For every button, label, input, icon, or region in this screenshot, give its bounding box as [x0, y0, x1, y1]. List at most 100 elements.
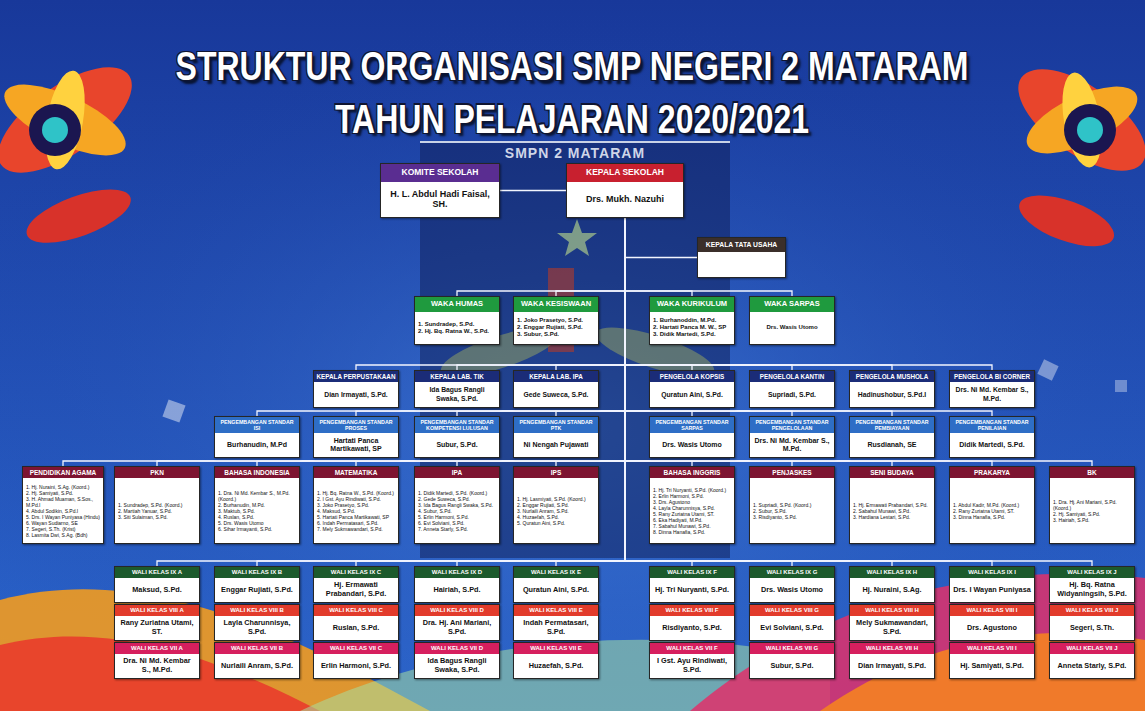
- subject-team-box: SENI BUDAYA1. Hj. Ermawati Prabandari, S…: [849, 466, 935, 544]
- corner-swirl: [0, 47, 148, 253]
- box-body: 1. Dra. Ni Md. Kembar S., M.Pd. (Koord.)…: [215, 478, 299, 543]
- person-name: 5. Erlin Harmoni, S.Pd.: [418, 514, 469, 520]
- title-block: STRUKTUR ORGANISASI SMP NEGERI 2 MATARAM…: [157, 40, 987, 145]
- box-heading: WALI KELAS VIII J: [1050, 605, 1134, 616]
- box-heading: WALI KELAS VIII F: [650, 605, 734, 616]
- person-name: 8. Dinna Hanafia, S.Pd.: [653, 529, 705, 535]
- box-body: Subur, S.Pd.: [750, 654, 834, 678]
- box-heading: WALI KELAS IX H: [850, 567, 934, 578]
- box-body: H. L. Abdul Hadi Faisal, SH.: [381, 182, 499, 217]
- box-heading: KEPALA LAB. IPA: [514, 371, 598, 382]
- person-name: Dra. Hj. Ani Mariani, S.Pd.: [418, 619, 496, 637]
- person-name: Drs. I Wayan Puniyasa: [953, 586, 1031, 595]
- person-name: 1. Burhanoddin, M.Pd.: [653, 317, 716, 324]
- box-body: Subur, S.Pd.: [415, 433, 499, 457]
- person-name: 1. Hj. Tri Nuryanti, S.Pd. (Koord.): [653, 487, 726, 493]
- standards-team-box: PENGEMBANGAN STANDAR PENGELOLAANDrs. Ni …: [749, 416, 835, 458]
- box-heading: BK: [1050, 467, 1134, 478]
- wave-band: [820, 633, 1145, 711]
- homeroom-box: WALI KELAS VIII IDrs. Agustono: [949, 604, 1035, 641]
- box-heading: WAKA KESISWAAN: [514, 297, 598, 312]
- homeroom-box: WALI KELAS VIII FRisdiyanto, S.Pd.: [649, 604, 735, 641]
- box-body: Gede Suweca, S.Pd.: [514, 382, 598, 407]
- person-name: 2. Erlin Harmoni, S.Pd.: [653, 493, 704, 499]
- swirl-petal: [20, 179, 137, 254]
- person-name: 4. Huzaefah, S.Pd.: [517, 514, 559, 520]
- box-body: 1. Sundradep, S.Pd. (Koord.)2. Martiah Y…: [115, 478, 199, 543]
- box-body: I Gst. Ayu Rindiwati, S.Pd.: [650, 654, 734, 678]
- swirl-petal: [0, 47, 148, 192]
- homeroom-box: WALI KELAS IX CHj. Ermawati Prabandari, …: [313, 566, 399, 603]
- person-name: 5. Drs. I Wayan Puniyasa (Hindu): [26, 514, 100, 520]
- person-name: 6. Indah Permatasari, S.Pd.: [317, 520, 378, 526]
- box-heading: WALI KELAS VII J: [1050, 643, 1134, 654]
- person-name: Rany Zuriatna Utami, ST.: [118, 619, 196, 637]
- person-name: 1. Sundradep, S.Pd.: [418, 321, 474, 328]
- box-heading: WALI KELAS VIII G: [750, 605, 834, 616]
- person-name: Subur, S.Pd.: [771, 662, 814, 671]
- org-connector: [257, 218, 625, 566]
- box-heading: KEPALA SEKOLAH: [567, 164, 683, 182]
- swirl-petal: [1013, 185, 1121, 257]
- person-name: I Gst. Ayu Rindiwati, S.Pd.: [653, 657, 731, 675]
- org-connector: [625, 218, 992, 466]
- box-body: Hairiah, S.Pd.: [415, 578, 499, 602]
- person-name: Drs. Mukh. Nazuhi: [586, 194, 664, 205]
- person-name: Segeri, S.Th.: [1070, 624, 1114, 633]
- homeroom-box: WALI KELAS VII FI Gst. Ayu Rindiwati, S.…: [649, 642, 735, 679]
- org-connector: [556, 218, 625, 370]
- sparkle: [1115, 380, 1127, 392]
- unit-head-box: KEPALA LAB. TIKIda Bagus Rangli Swaka, S…: [414, 370, 500, 408]
- box-heading: WALI KELAS VII E: [514, 643, 598, 654]
- box-heading: WALI KELAS VII A: [115, 643, 199, 654]
- box-heading: IPS: [514, 467, 598, 478]
- box-body: Supriadi, S.Pd.: [750, 382, 834, 407]
- homeroom-box: WALI KELAS VII HDian Irmayati, S.Pd.: [849, 642, 935, 679]
- person-name: 2. Rany Zuriatna Utami, ST.: [953, 508, 1014, 514]
- person-name: 4. Maksud, S.Pd.: [317, 508, 355, 514]
- box-heading: WALI KELAS VIII A: [115, 605, 199, 616]
- person-name: 1. Supriadi, S.Pd. (Koord.): [753, 502, 811, 508]
- person-name: Drs. Agustono: [967, 624, 1017, 633]
- wave-band: [0, 636, 320, 711]
- person-name: 7. Mely Sukmawandari, S.Pd.: [317, 526, 383, 532]
- box-body: Quratun Aini, S.Pd.: [514, 578, 598, 602]
- person-name: 2. I Gst. Ayu Rindiwati, S.Pd.: [317, 496, 381, 502]
- person-name: Indah Permatasari, S.Pd.: [517, 619, 595, 637]
- homeroom-box: WALI KELAS IX DHairiah, S.Pd.: [414, 566, 500, 603]
- box-heading: PKN: [115, 467, 199, 478]
- person-name: Dra. Ni Md. Kembar S., M.Pd.: [118, 657, 196, 675]
- panel-rim: [420, 141, 730, 143]
- person-name: Anneta Starly, S.Pd.: [1058, 662, 1127, 671]
- person-name: H. L. Abdul Hadi Faisal, SH.: [384, 189, 496, 211]
- box-heading: PENDIDIKAN AGAMA: [23, 467, 103, 478]
- person-name: Quratun Aini, S.Pd.: [523, 586, 589, 595]
- box-body: Drs. Ni Md. Kembar S., M.Pd.: [750, 433, 834, 457]
- person-name: Dian Irmayati, S.Pd.: [858, 662, 926, 671]
- standards-team-box: PENGEMBANGAN STANDAR PTKNi Nengah Pujawa…: [513, 416, 599, 458]
- box-body: Hj. Ermawati Prabandari, S.Pd.: [314, 578, 398, 602]
- person-name: Layla Charunnisya, S.Pd.: [218, 619, 296, 637]
- box-body: Layla Charunnisya, S.Pd.: [215, 616, 299, 640]
- person-name: Ni Nengah Pujawati: [524, 441, 589, 449]
- homeroom-box: WALI KELAS VIII J Segeri, S.Th.: [1049, 604, 1135, 641]
- person-name: 2. Hartati Panca M. W., SP: [653, 324, 726, 331]
- box-heading: WALI KELAS IX I: [950, 567, 1034, 578]
- person-name: 4. Subur, S.Pd.: [418, 508, 452, 514]
- person-name: 6. Wayan Sudiarno, SE: [26, 520, 78, 526]
- box-body: 1. Burhanoddin, M.Pd.2. Hartati Panca M.…: [650, 312, 734, 344]
- box-body: 1. Sundradep, S.Pd.2. Hj. Bq. Ratna W., …: [415, 312, 499, 344]
- person-name: Quratun Aini, S.Pd.: [661, 391, 723, 399]
- box-body: Drs. Wasis Utomo: [750, 312, 834, 344]
- person-name: Hartati Panca Martikawati, SP: [317, 437, 395, 454]
- person-name: 1. Dra. Ni Md. Kembar S., M.Pd. (Koord.): [218, 490, 296, 502]
- box-body: Indah Permatasari, S.Pd.: [514, 616, 598, 640]
- box-heading: PRAKARYA: [950, 467, 1034, 478]
- box-heading: WALI KELAS VIII H: [850, 605, 934, 616]
- org-connector: [625, 218, 992, 370]
- person-name: Huzaefah, S.Pd.: [529, 662, 584, 671]
- org-connector: [63, 218, 625, 466]
- person-name: Hj. Tri Nuryanti, S.Pd.: [655, 586, 729, 595]
